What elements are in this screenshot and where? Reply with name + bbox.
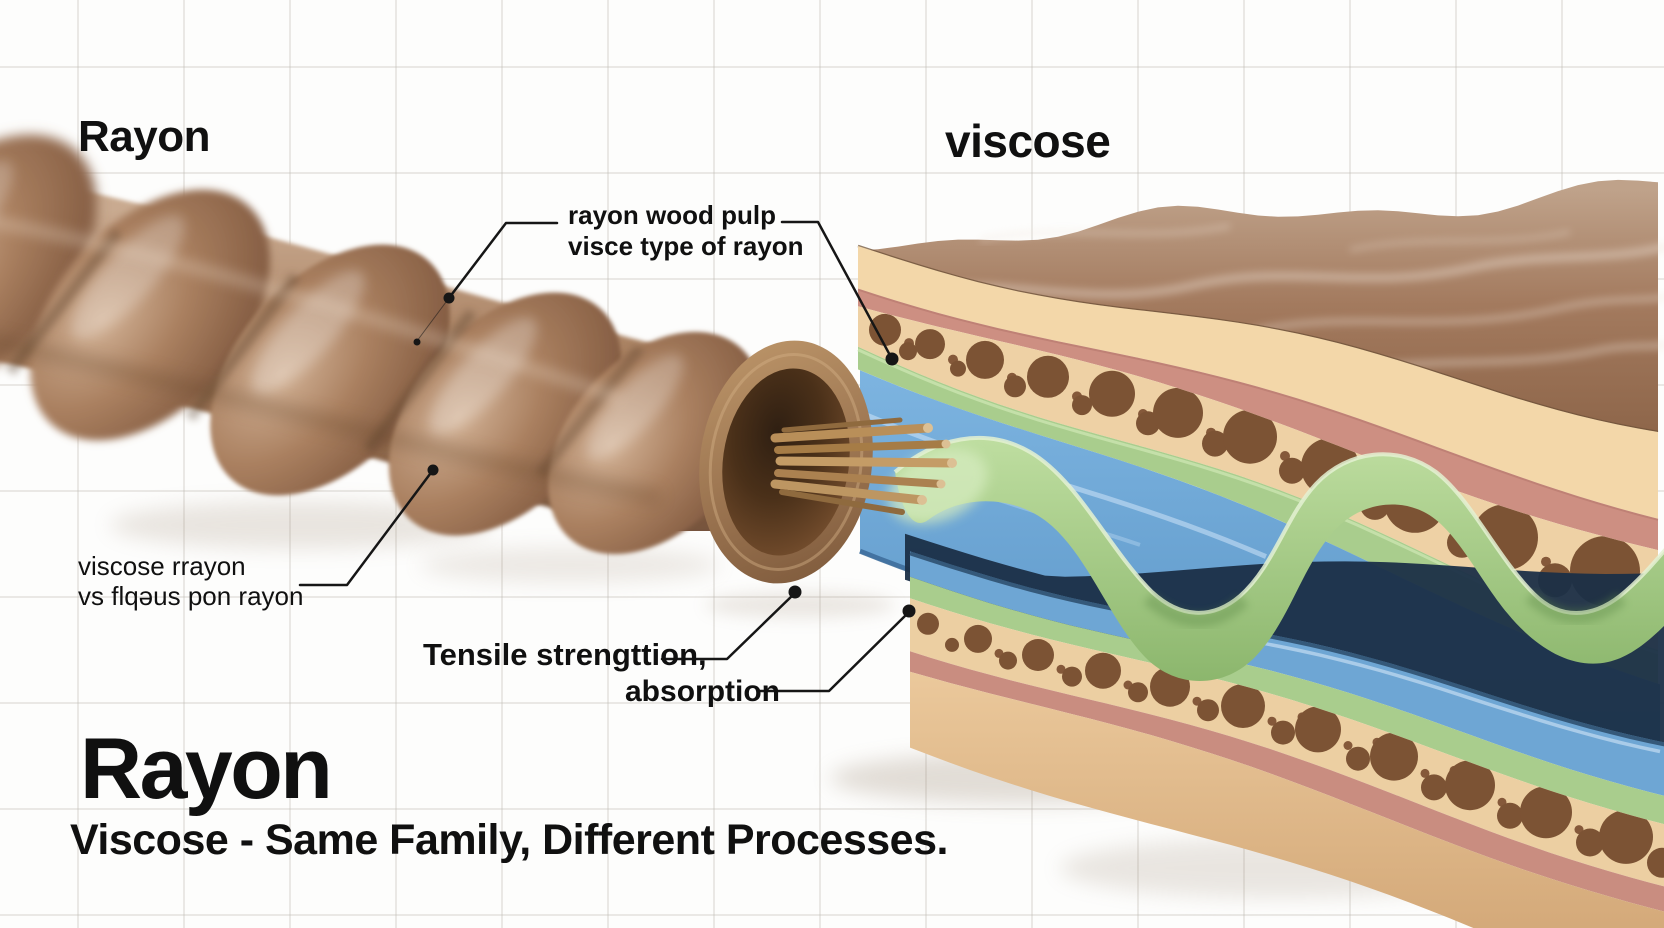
leader-wood-pulp-left: [447, 221, 559, 300]
rope-highlight: [251, 270, 365, 394]
callout-viscose-rayon-line2: vs flqəus pon rayon: [78, 581, 304, 611]
rope-highlight: [586, 354, 684, 460]
rope-shadow: [420, 547, 720, 583]
callout-tensile: Tensile strengttion,: [423, 637, 707, 672]
fiber-bundle-cut-end: [699, 340, 957, 584]
callout-dot: [902, 604, 916, 618]
rope-sheen: [0, 216, 623, 405]
fiber-strands: [770, 417, 957, 515]
pink-layer-lower: [910, 651, 1664, 912]
title-viscose-top: viscose: [945, 115, 1111, 167]
callout-viscose-rayon: viscose rrayon vs flqəus pon rayon: [78, 551, 303, 611]
leader-wood-pulp-right: [780, 220, 894, 361]
fabric-sheen: [1349, 229, 1571, 253]
tube-shadow: [705, 592, 895, 618]
callout-wood-pulp: rayon wood pulp visce type of rayon: [568, 200, 804, 262]
green-layer-lower: [910, 576, 1664, 825]
title-rayon-top: Rayon: [78, 112, 210, 161]
rope-highlight: [429, 317, 537, 435]
callout-absorption: absorption: [625, 675, 780, 708]
rope-under-shade: [0, 335, 662, 506]
twisted-rayon-rope-illustration: [0, 134, 895, 618]
callout-wood-pulp-line1: rayon wood pulp: [568, 200, 776, 230]
callout-wood-pulp-line2: visce type of rayon: [568, 231, 804, 261]
callout-dot: [443, 292, 455, 304]
leader-tensile: [660, 591, 797, 661]
fiber-strand-tips: [917, 423, 957, 505]
pink-layer: [858, 288, 1658, 551]
cross-section-lower-board: [830, 551, 1664, 928]
pores-lower: [917, 612, 1664, 878]
green-sheet-body: [895, 437, 1664, 681]
blue-layer-lower-rim: [909, 551, 1664, 747]
rope-twist-lobe: [30, 189, 270, 441]
sheet-fold-shadow: [1143, 592, 1249, 627]
callout-dot: [885, 352, 899, 366]
beige-layer: [858, 246, 1658, 519]
tube-rim-highlight: [708, 353, 864, 571]
callout-dot: [788, 585, 802, 599]
rope-groove: [535, 344, 645, 478]
pink-layer-edge: [857, 288, 1659, 521]
rope-shadow: [110, 501, 490, 549]
leader-absorption: [756, 610, 911, 693]
green-membrane-sheet: [888, 435, 1664, 681]
rope-twist-lobe: [0, 134, 97, 390]
callout-lines: [298, 220, 911, 693]
leader-viscose-rayon: [298, 468, 435, 587]
fabric-sheen: [979, 223, 1231, 243]
callout-dot: [427, 464, 439, 476]
callout-dots: [413, 292, 916, 618]
cross-section-upper-board: [857, 179, 1664, 792]
callout-viscose-rayon-line1: viscose rrayon: [78, 551, 246, 581]
leader-wood-pulp-left-tail: [416, 297, 450, 342]
footer-title: Rayon: [80, 721, 333, 817]
blue-layer-lower: [910, 551, 1664, 796]
rope-highlight: [71, 215, 185, 339]
footer-subtitle: Viscose - Same Family, Different Process…: [70, 816, 948, 864]
tan-base-layer: [910, 671, 1664, 928]
callout-dot-small: [413, 338, 421, 346]
fabric-sheen: [860, 242, 1664, 305]
sheet-fold-shadow: [1525, 590, 1627, 624]
